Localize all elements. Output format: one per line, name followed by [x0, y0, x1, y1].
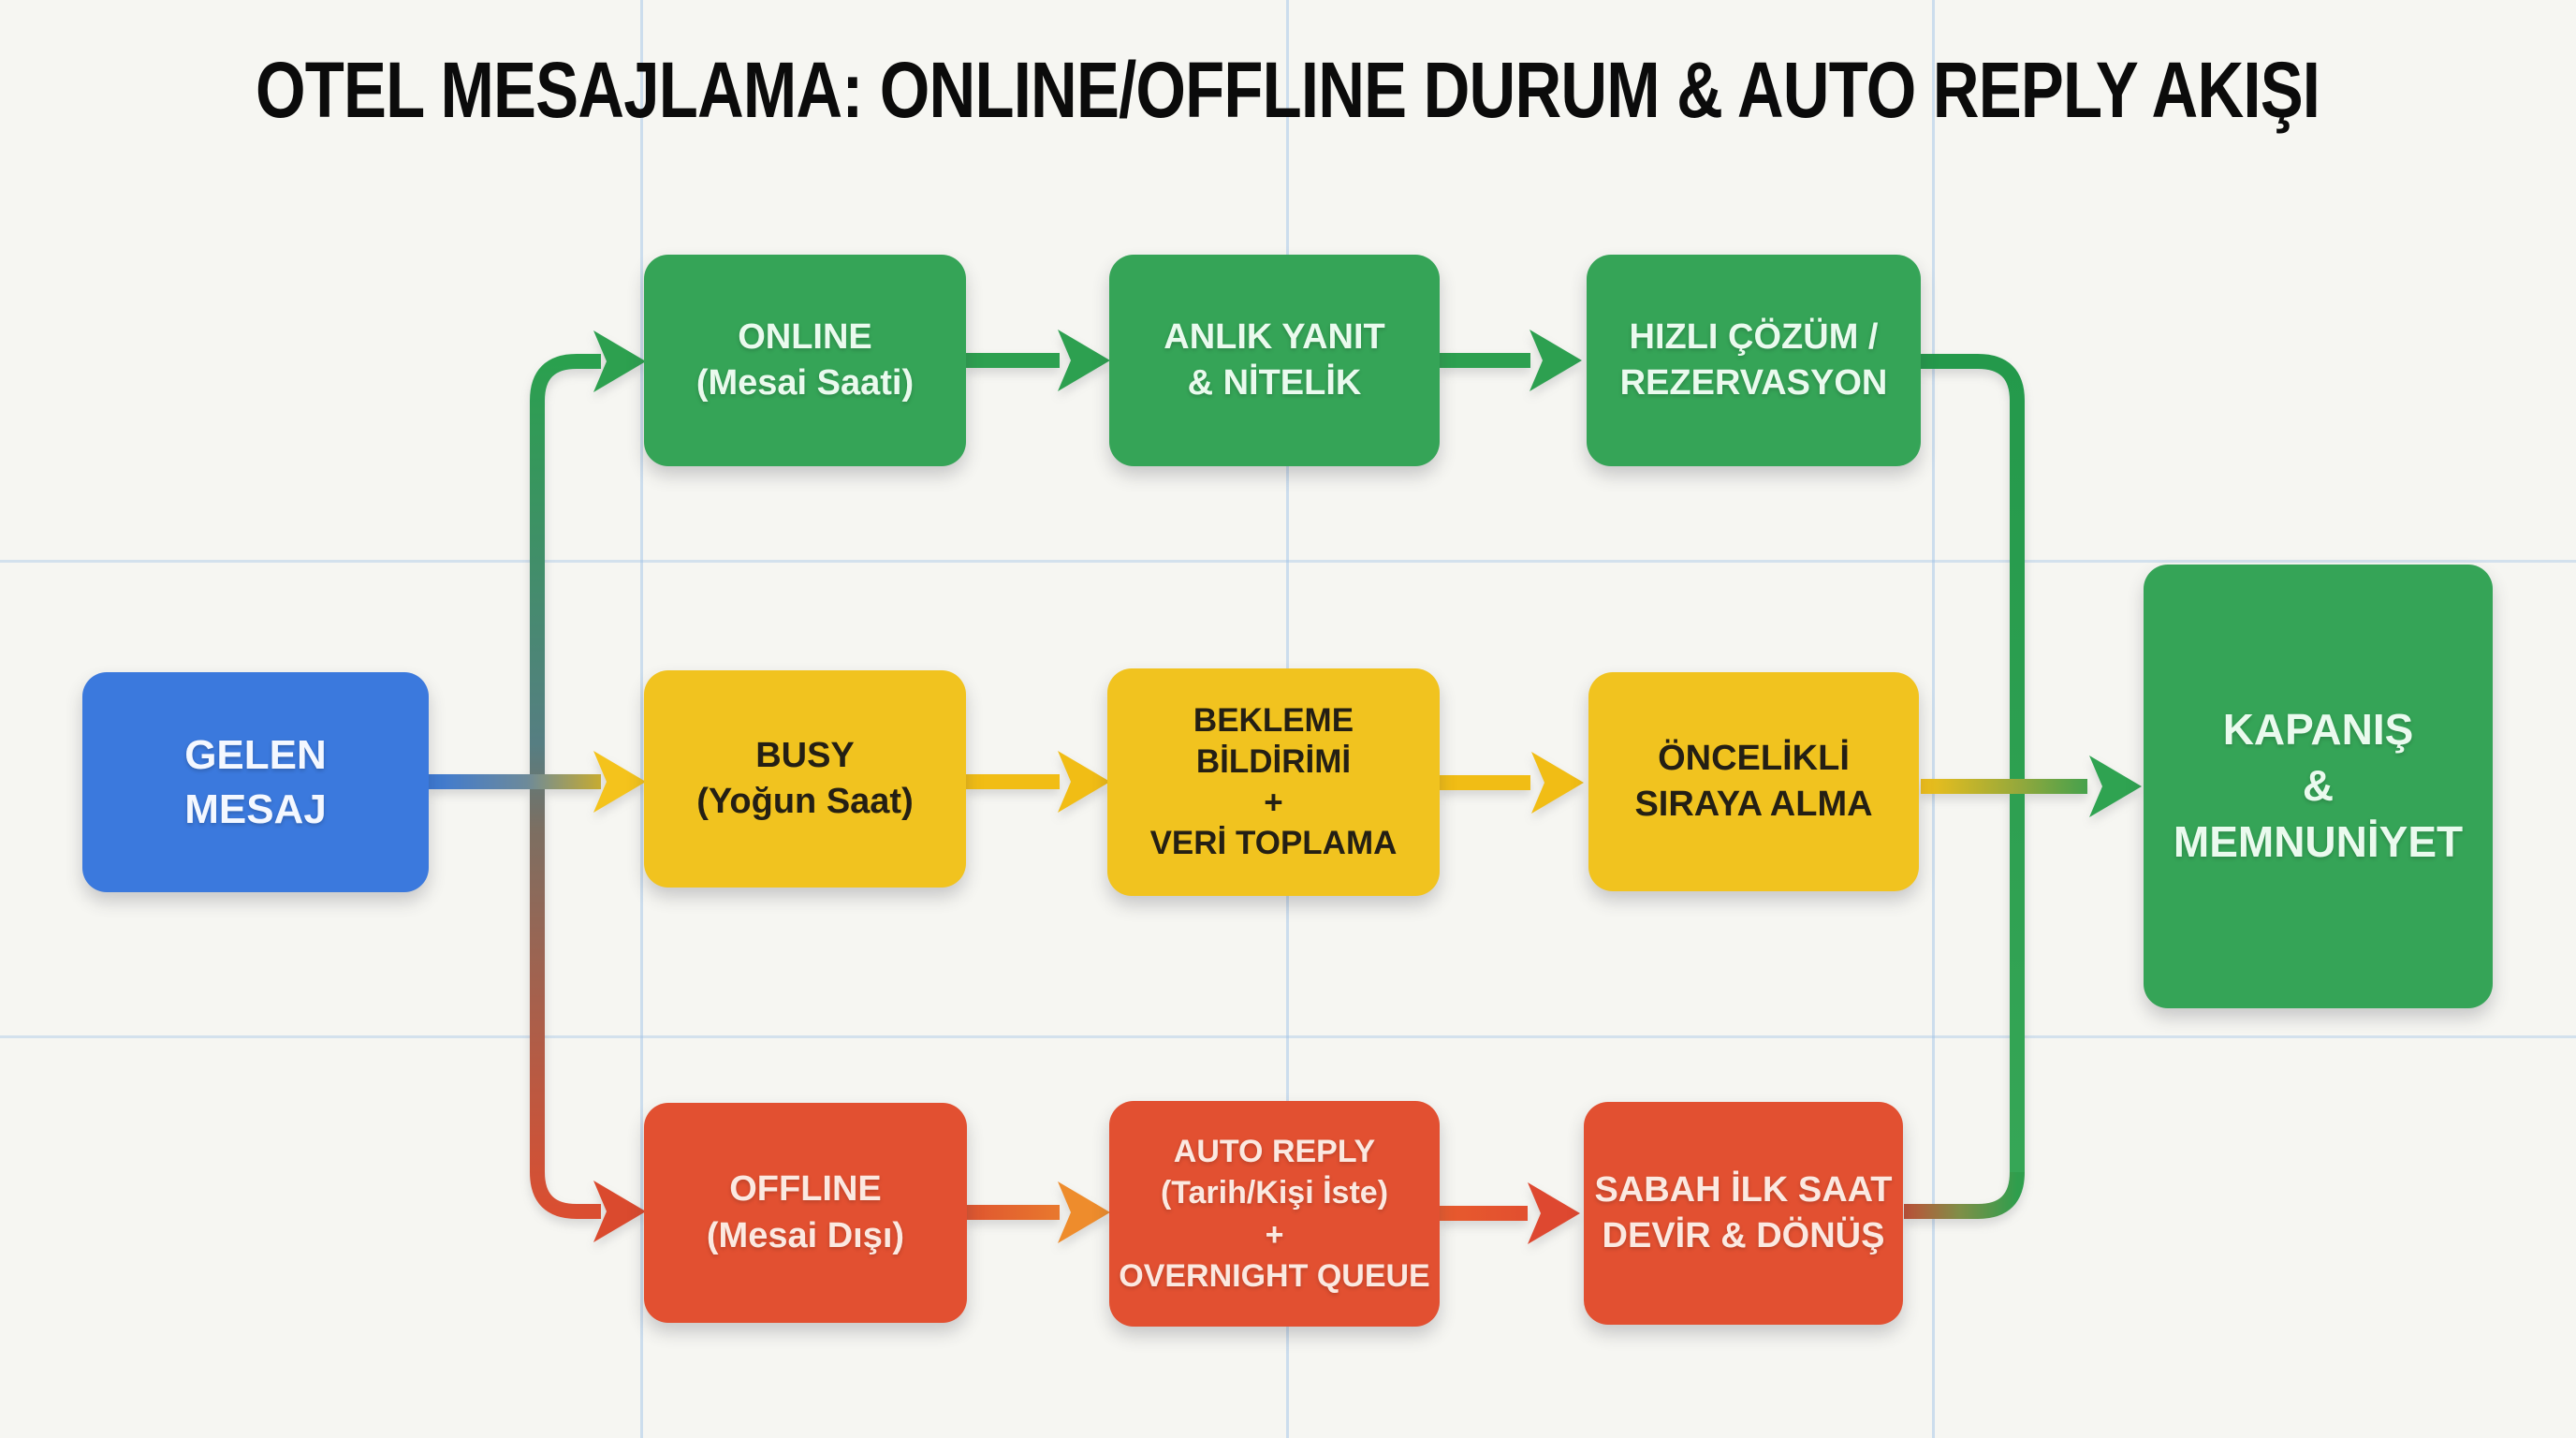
grid-hline: [0, 1035, 2576, 1038]
node-gelen-mesaj: GELEN MESAJ: [82, 672, 429, 892]
node-hizli-cozum: HIZLI ÇÖZÜM / REZERVASYON: [1587, 255, 1921, 466]
arrowhead-closing: [2089, 756, 2142, 817]
arrowhead-to-offline: [593, 1181, 646, 1242]
node-bekleme-bildirimi: BEKLEME BİLDİRİMİ + VERİ TOPLAMA: [1107, 668, 1440, 896]
arrowhead-autoreply: [1058, 1181, 1110, 1243]
grid-hline: [0, 560, 2576, 563]
node-oncelikli-sira: ÖNCELİKLİ SIRAYA ALMA: [1588, 672, 1919, 891]
node-online: ONLINE (Mesai Saati): [644, 255, 966, 466]
grid-vline: [640, 0, 643, 1438]
node-sabah-devir: SABAH İLK SAAT DEVİR & DÖNÜŞ: [1584, 1102, 1903, 1325]
arrowhead-quick: [1530, 330, 1582, 391]
node-kapanis-memnuniyet: KAPANIŞ & MEMNUNİYET: [2144, 565, 2493, 1008]
arrowhead-priority: [1531, 752, 1584, 814]
arrowhead-to-online: [593, 330, 646, 392]
node-anlik-yanit: ANLIK YANIT & NİTELİK: [1109, 255, 1440, 466]
node-busy: BUSY (Yoğun Saat): [644, 670, 966, 888]
page-title: OTEL MESAJLAMA: ONLINE/OFFLINE DURUM & A…: [0, 45, 2576, 136]
connector-morning-to-merge: [1904, 1171, 2025, 1219]
node-offline: OFFLINE (Mesai Dışı): [644, 1103, 967, 1323]
node-auto-reply: AUTO REPLY (Tarih/Kişi İste) + OVERNIGHT…: [1109, 1101, 1440, 1327]
grid-vline: [1932, 0, 1935, 1438]
connector-right-trunk: [1921, 354, 2025, 1172]
arrowhead-instant: [1058, 330, 1110, 391]
arrowhead-wait: [1058, 751, 1110, 813]
arrowhead-to-busy: [593, 751, 646, 813]
arrowhead-morning: [1528, 1182, 1580, 1244]
page-title-text: OTEL MESAJLAMA: ONLINE/OFFLINE DURUM & A…: [256, 46, 2320, 134]
